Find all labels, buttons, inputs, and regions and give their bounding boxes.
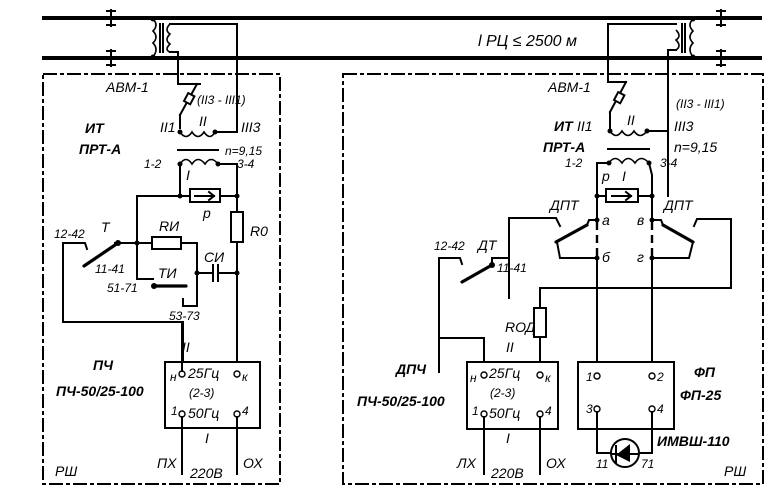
conv-25hz-left: 25Гц bbox=[187, 365, 219, 381]
conv-4-left: 4 bbox=[242, 404, 249, 418]
term-12-right: 1-2 bbox=[565, 156, 583, 170]
protector-avm-right bbox=[608, 80, 628, 129]
relay-t-label: T bbox=[101, 219, 111, 235]
conv-k-left: к bbox=[242, 370, 249, 384]
protector-terms-right: (II3 - III1) bbox=[676, 97, 725, 111]
transformer-type-left: ПРТ-А bbox=[79, 141, 121, 157]
insulating-joint-left bbox=[106, 9, 116, 67]
conv-50hz-right: 50Гц bbox=[489, 405, 520, 421]
filter-term-2: 2 bbox=[656, 370, 664, 384]
circuit-right bbox=[438, 161, 732, 373]
converter-name-left: ПЧ bbox=[93, 357, 114, 373]
point-v: в bbox=[637, 212, 644, 228]
conv-winding-I-right: I bbox=[506, 430, 510, 446]
term-II1-right: II1 bbox=[577, 118, 593, 134]
resistor-r0-left bbox=[230, 211, 244, 243]
ratio-right: n=9,15 bbox=[674, 139, 717, 155]
transformer-pr-ta-right bbox=[606, 125, 669, 166]
converter-type-left: ПЧ-50/25-100 bbox=[56, 383, 144, 399]
term-34-right: 3-4 bbox=[660, 156, 678, 170]
resistor-rod-label: RОД bbox=[505, 319, 536, 335]
rheostat-label-right: p bbox=[601, 168, 610, 184]
term-III3-right: III3 bbox=[674, 118, 694, 134]
relay-dpt-left-label: ДПТ bbox=[548, 197, 580, 213]
protector-label-left: АВМ-1 bbox=[105, 79, 149, 95]
resistor-ri-label: RИ bbox=[159, 218, 180, 234]
transformer-name-right: ИТ bbox=[554, 118, 574, 134]
filter-term-4: 4 bbox=[657, 402, 664, 416]
relay-ti-label: ТИ bbox=[158, 265, 178, 281]
conv-winding-II-right: II bbox=[506, 339, 514, 355]
relay-cabinet-right bbox=[342, 73, 764, 485]
insulating-joint-right bbox=[716, 9, 726, 67]
contact-11-41-left: 11-41 bbox=[95, 262, 125, 276]
track-length-label: l РЦ ≤ 2500 м bbox=[478, 33, 577, 50]
contact-12-42-right: 12-42 bbox=[434, 239, 465, 253]
resistor-r0-label: R0 bbox=[250, 223, 268, 239]
winding-I-left: I bbox=[186, 167, 190, 183]
contact-11-41-right: 11-41 bbox=[497, 261, 527, 275]
conv-1-right: 1 bbox=[472, 404, 479, 418]
term-12-left: 1-2 bbox=[144, 157, 162, 171]
resistor-rod bbox=[533, 307, 547, 338]
conv-k-right: к bbox=[545, 371, 552, 385]
converter-type-right: ПЧ-50/25-100 bbox=[357, 393, 445, 409]
transformer-name-left: ИТ bbox=[85, 120, 105, 136]
conv-25hz-right: 25Гц bbox=[488, 365, 520, 381]
conv-23-right: (2-3) bbox=[490, 386, 515, 400]
rheostat-label-left: p bbox=[202, 205, 211, 221]
contact-51-71: 51-71 bbox=[107, 281, 138, 295]
conv-4-right: 4 bbox=[545, 404, 552, 418]
supply-px-left: ПХ bbox=[157, 455, 177, 471]
contact-12-42-left: 12-42 bbox=[54, 227, 85, 241]
winding-II-right: II bbox=[627, 112, 635, 128]
filter-term-3: 3 bbox=[586, 402, 593, 416]
protector-label-right: АВМ-1 bbox=[547, 79, 591, 95]
ratio-left: n=9,15 bbox=[225, 144, 262, 158]
relay-term-11: 11 bbox=[596, 457, 608, 471]
conv-50hz-left: 50Гц bbox=[188, 405, 219, 421]
conv-1-left: 1 bbox=[171, 404, 178, 418]
cabinet-label-left: РШ bbox=[55, 463, 77, 479]
supply-lx-right: ЛХ bbox=[456, 455, 477, 471]
filter-name: ФП bbox=[694, 364, 716, 380]
point-b: б bbox=[602, 249, 611, 265]
conv-winding-I-left: I bbox=[205, 430, 209, 446]
point-g: г bbox=[637, 249, 644, 265]
relay-dt-label: ДТ bbox=[476, 237, 498, 253]
track-relay-imvsh bbox=[596, 411, 653, 468]
conv-23-left: (2-3) bbox=[189, 386, 214, 400]
relay-type: ИМВШ-110 bbox=[657, 433, 730, 449]
capacitor-label: CИ bbox=[204, 249, 225, 265]
contact-53-73: 53-73 bbox=[169, 309, 200, 323]
term-III3-left: III3 bbox=[241, 119, 261, 135]
filter-term-1: 1 bbox=[586, 370, 593, 384]
term-II1-left: II1 bbox=[160, 119, 176, 135]
conv-n-left: н bbox=[170, 370, 177, 384]
filter-fp25 bbox=[577, 361, 675, 430]
circuit-left bbox=[62, 163, 244, 373]
supply-220v-left: 220В bbox=[189, 465, 223, 481]
point-a: а bbox=[602, 212, 610, 228]
transformer-type-right: ПРТ-А bbox=[543, 139, 585, 155]
winding-II-left: II bbox=[199, 113, 207, 129]
relay-term-71: 71 bbox=[641, 457, 654, 471]
protector-terms-left: (II3 - III1) bbox=[197, 93, 246, 107]
converter-name-right: ДПЧ bbox=[395, 361, 427, 377]
conv-n-right: н bbox=[470, 371, 477, 385]
protector-avm-left bbox=[177, 82, 199, 129]
rails bbox=[42, 9, 762, 67]
relay-dpt-right-label: ДПТ bbox=[662, 197, 694, 213]
winding-I-right: I bbox=[622, 168, 626, 184]
conv-winding-II-left: II bbox=[182, 339, 190, 355]
cabinet-label-right: РШ bbox=[724, 463, 746, 479]
term-34-left: 3-4 bbox=[237, 157, 255, 171]
filter-type: ФП-25 bbox=[680, 387, 721, 403]
relay-cabinet-left bbox=[42, 73, 281, 485]
rail-choke-right bbox=[607, 16, 696, 197]
supply-220v-right: 220В bbox=[490, 465, 524, 481]
supply-ox-left: ОХ bbox=[243, 455, 263, 471]
resistor-ri-left bbox=[151, 236, 182, 250]
supply-ox-right: ОХ bbox=[546, 455, 566, 471]
